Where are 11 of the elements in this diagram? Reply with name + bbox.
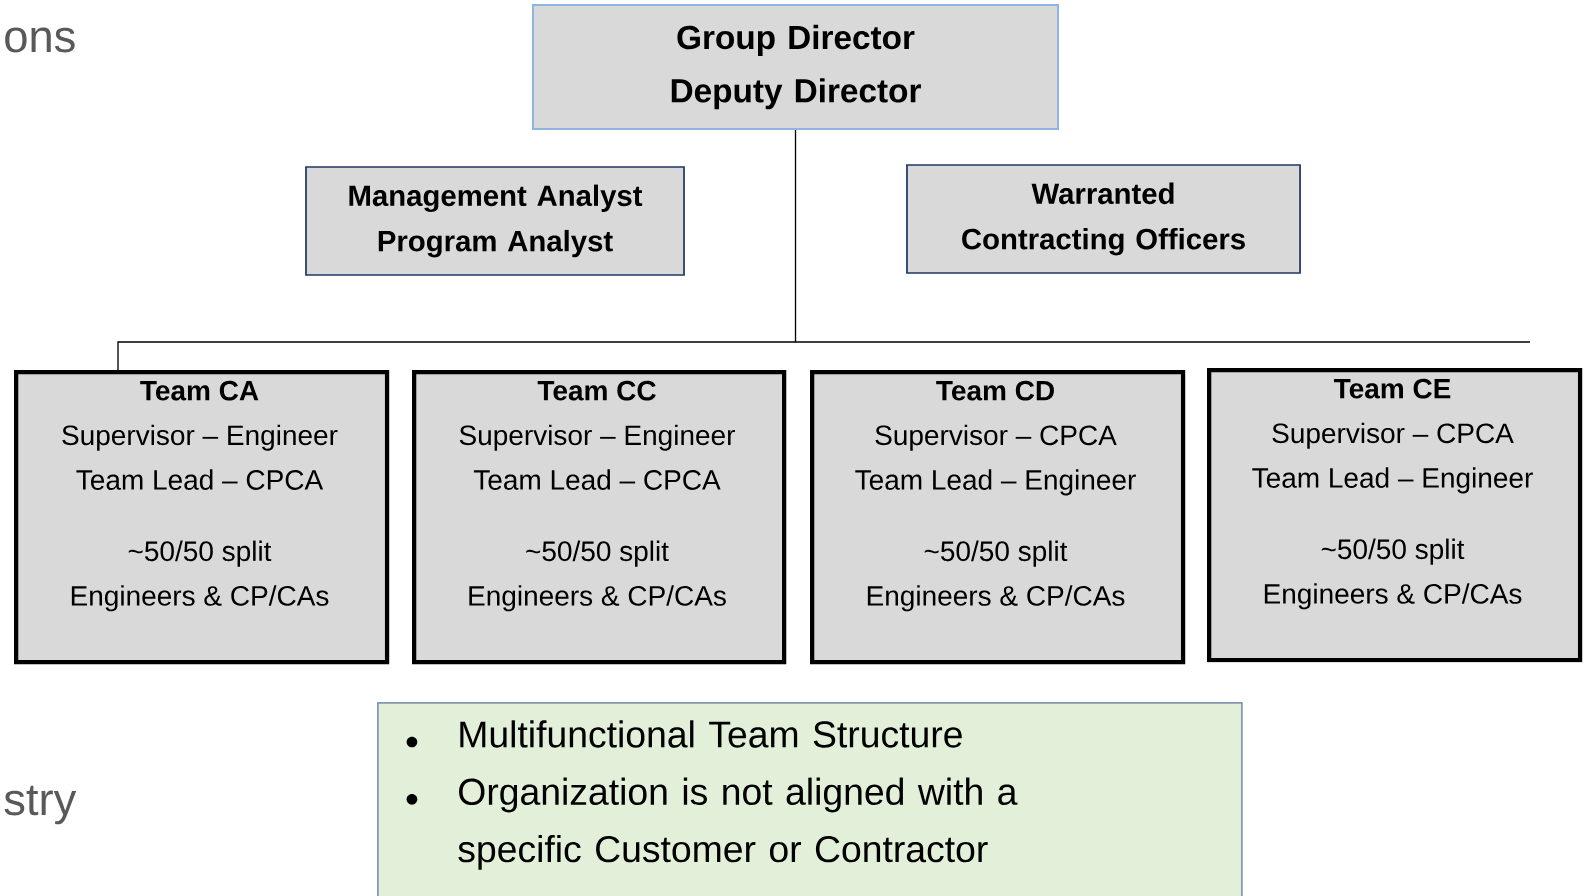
- team-box: Team CA Supervisor – Engineer Team Lead – CPCA ~50/50 split Engineers & CP/CAs: [14, 370, 390, 665]
- process-box: Warranted Contracting Officers: [906, 164, 1301, 274]
- team-box: Team CE Supervisor – CPCA Team Lead – Engineer ~50/50 split Engineers & CP/CAs: [1207, 368, 1583, 663]
- process-box: Group Director Deputy Director: [532, 4, 1060, 130]
- slide-text: ons: [5, 27, 75, 53]
- connector-line: [117, 128, 797, 371]
- slide-text: stry: [4, 785, 77, 825]
- team-box: Team CD Supervisor – CPCA Team Lead – Engineer ~50/50 split Engineers & CP/CAs: [810, 370, 1186, 665]
- process-box: Management Analyst Program Analyst: [305, 166, 685, 276]
- team-box: Team CC Supervisor – Engineer Team Lead – CPCA ~50/50 split Engineers & CP/CAs: [412, 370, 787, 665]
- note-box: Multifunctional Team Structure Organization is not aligned with a specific Customer or Contractor: [377, 702, 1243, 896]
